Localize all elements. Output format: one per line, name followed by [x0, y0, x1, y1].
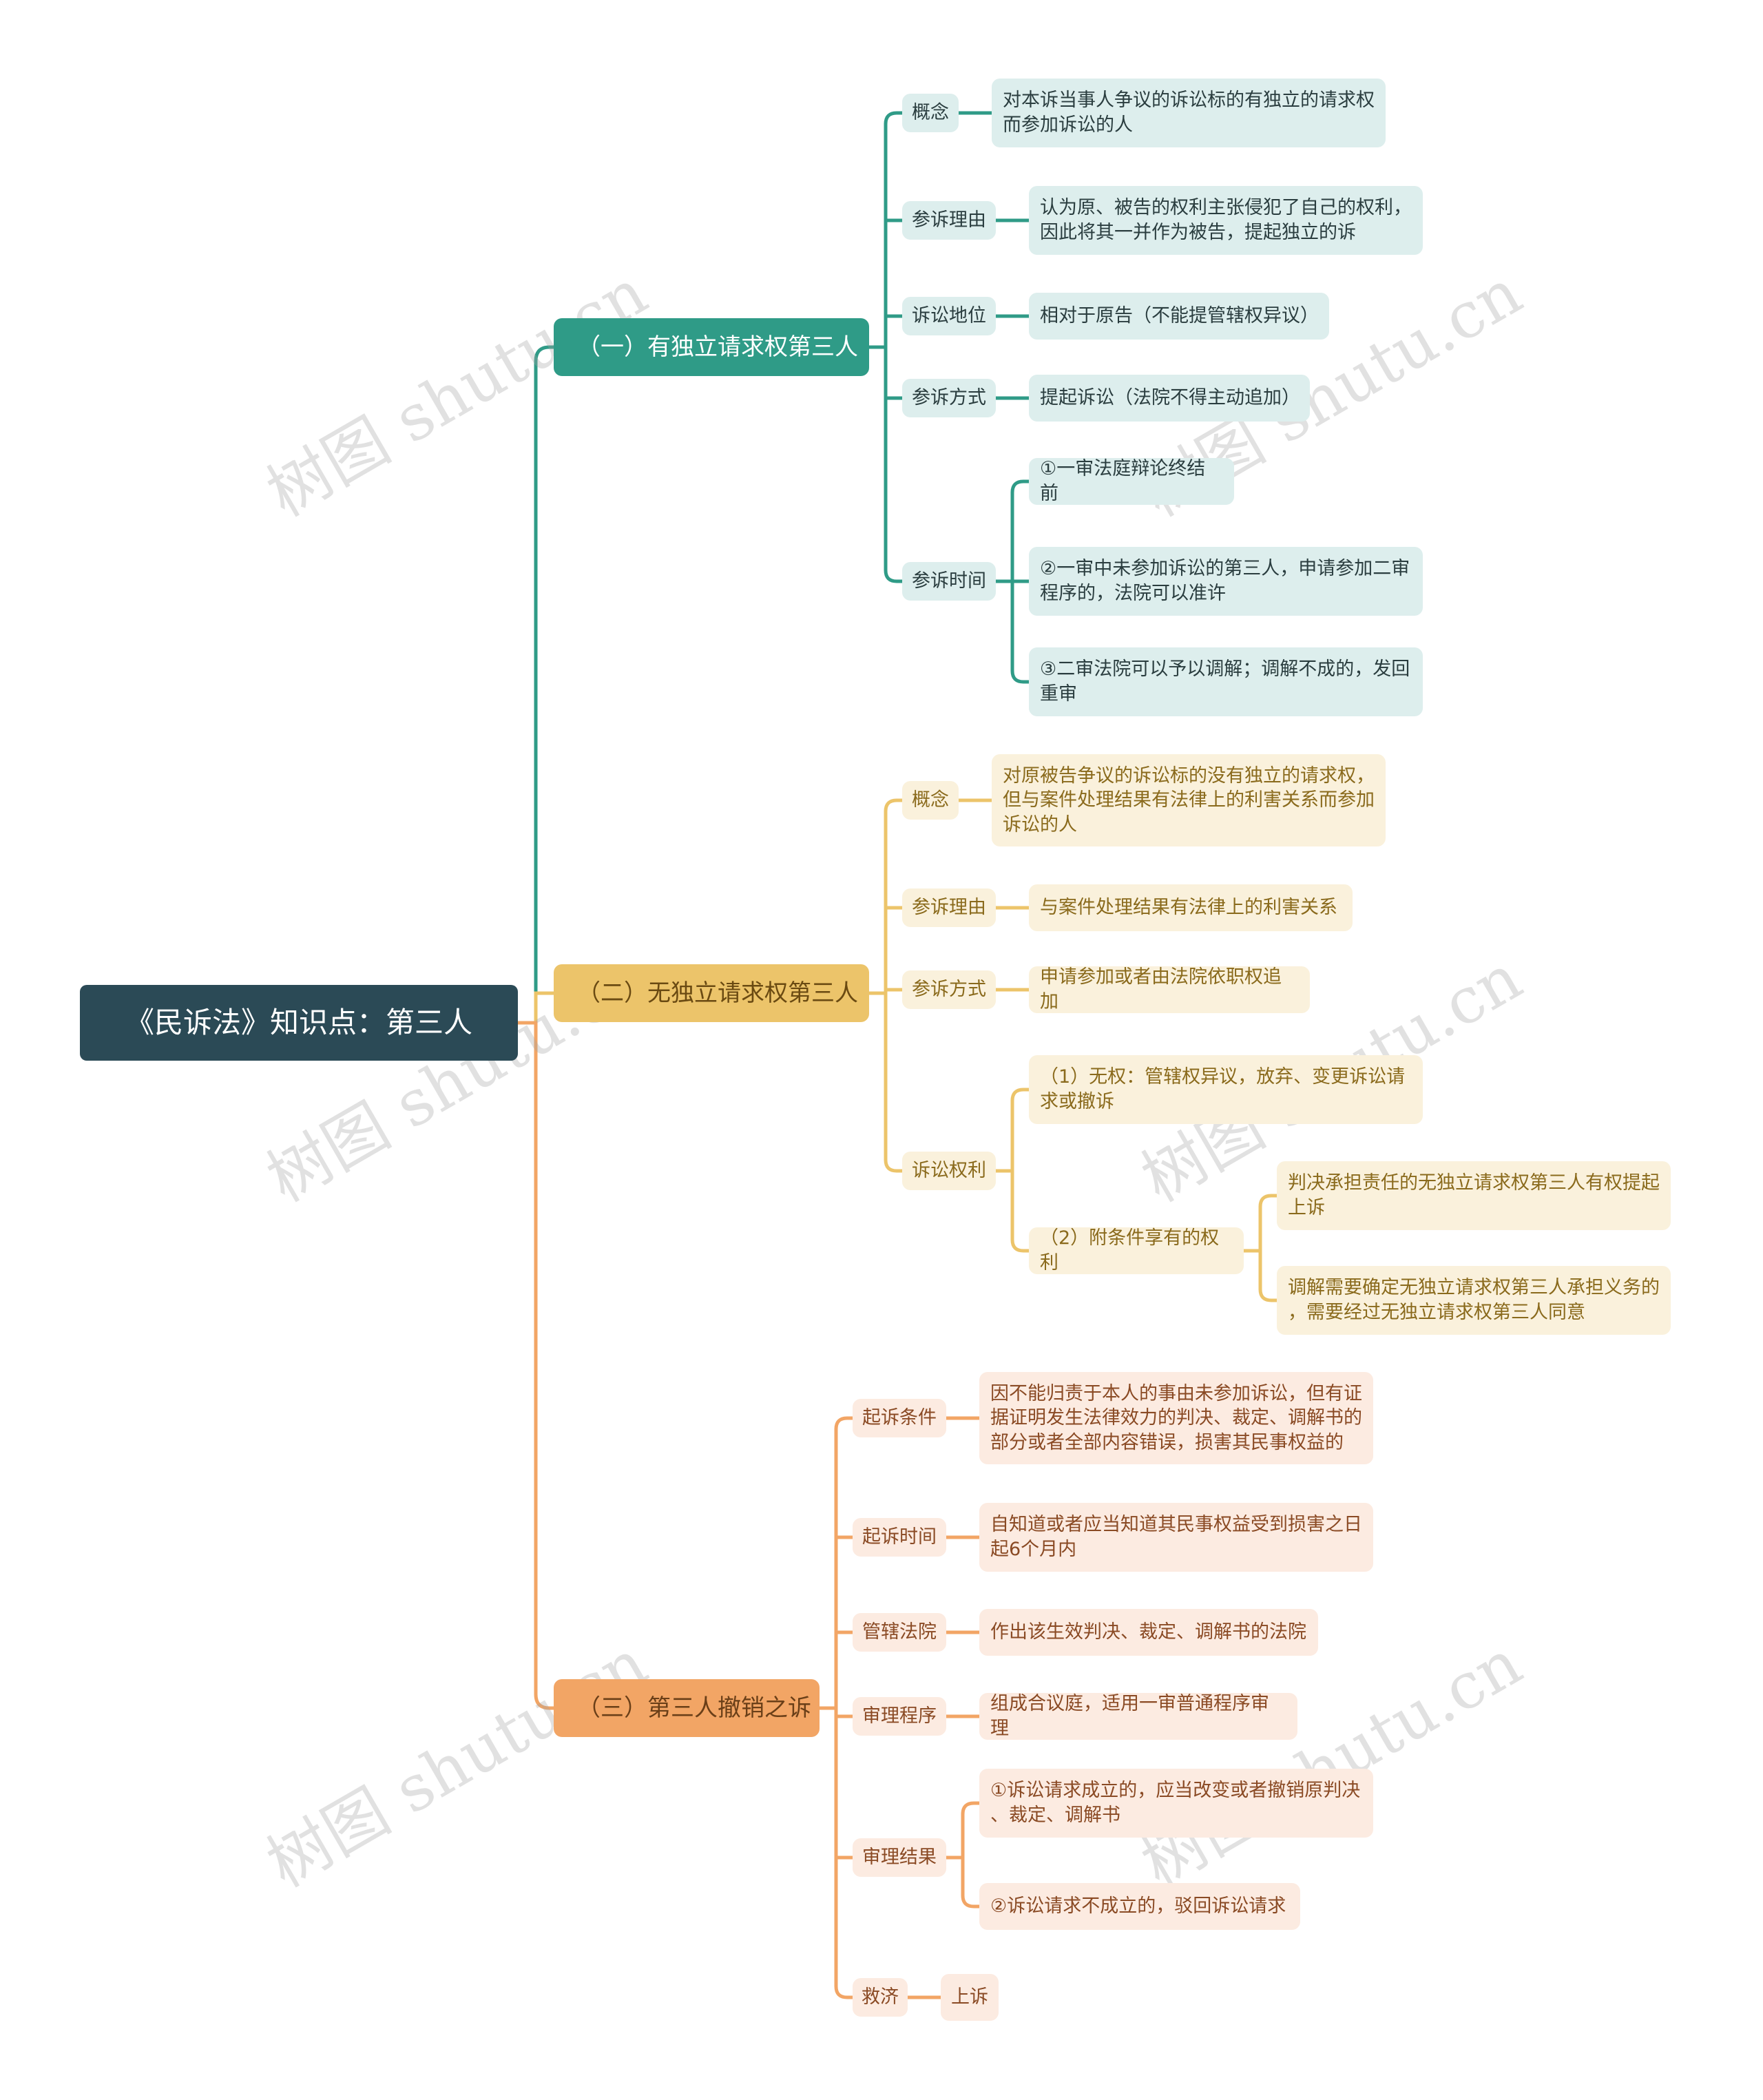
b3-proc-text[interactable]: 组成合议庭，适用一审普通程序审理 — [979, 1693, 1297, 1740]
b2-method-text[interactable]: 申请参加或者由法院依职权追加 — [1029, 966, 1310, 1013]
b3-cond-text[interactable]: 因不能归责于本人的事由未参加诉讼，但有证 据证明发生法律效力的判决、裁定、调解书… — [979, 1372, 1373, 1464]
b2-rights-label[interactable]: 诉讼权利 — [902, 1152, 996, 1190]
b1-method-label[interactable]: 参诉方式 — [902, 379, 996, 417]
b3-proc-label[interactable]: 审理程序 — [853, 1697, 946, 1736]
b1-time-item[interactable]: ②一审中未参加诉讼的第三人，申请参加二审 程序的，法院可以准许 — [1029, 547, 1423, 616]
b2-concept-label[interactable]: 概念 — [902, 781, 959, 820]
b2-concept-text[interactable]: 对原被告争议的诉讼标的没有独立的请求权， 但与案件处理结果有法律上的利害关系而参… — [992, 754, 1386, 846]
b3-court-text[interactable]: 作出该生效判决、裁定、调解书的法院 — [979, 1609, 1318, 1656]
b3-result-item[interactable]: ①诉讼请求成立的，应当改变或者撤销原判决 、裁定、调解书 — [979, 1769, 1373, 1838]
b3-remedy-label[interactable]: 救济 — [853, 1978, 908, 2017]
b2-rights-conditional-item[interactable]: 调解需要确定无独立请求权第三人承担义务的 ，需要经过无独立请求权第三人同意 — [1277, 1266, 1671, 1335]
b1-method-text[interactable]: 提起诉讼（法院不得主动追加） — [1029, 375, 1310, 422]
b1-concept-text[interactable]: 对本诉当事人争议的诉讼标的有独立的请求权 而参加诉讼的人 — [992, 79, 1386, 147]
b2-rights-none[interactable]: （1）无权：管辖权异议，放弃、变更诉讼请 求或撤诉 — [1029, 1055, 1423, 1124]
b1-reason-text[interactable]: 认为原、被告的权利主张侵犯了自己的权利， 因此将其一并作为被告，提起独立的诉 — [1029, 186, 1423, 255]
b2-rights-conditional-item[interactable]: 判决承担责任的无独立请求权第三人有权提起 上诉 — [1277, 1161, 1671, 1230]
branch-non-independent-third-party[interactable]: （二）无独立请求权第三人 — [554, 964, 869, 1022]
b2-reason-label[interactable]: 参诉理由 — [902, 888, 996, 927]
branch-independent-third-party[interactable]: （一）有独立请求权第三人 — [554, 318, 869, 376]
b3-remedy-text[interactable]: 上诉 — [941, 1974, 999, 2021]
b1-concept-label[interactable]: 概念 — [902, 94, 959, 132]
b3-result-item[interactable]: ②诉讼请求不成立的，驳回诉讼请求 — [979, 1883, 1300, 1930]
root-topic[interactable]: 《民诉法》知识点：第三人 — [80, 985, 518, 1061]
b3-cond-label[interactable]: 起诉条件 — [853, 1399, 946, 1437]
b3-court-label[interactable]: 管辖法院 — [853, 1613, 946, 1652]
b3-time-text[interactable]: 自知道或者应当知道其民事权益受到损害之日 起6个月内 — [979, 1503, 1373, 1572]
b2-method-label[interactable]: 参诉方式 — [902, 970, 996, 1009]
b3-result-label[interactable]: 审理结果 — [853, 1838, 946, 1877]
b1-time-label[interactable]: 参诉时间 — [902, 562, 996, 601]
b1-time-item[interactable]: ①一审法庭辩论终结前 — [1029, 458, 1234, 505]
b3-time-label[interactable]: 起诉时间 — [853, 1518, 946, 1557]
b2-rights-conditional[interactable]: （2）附条件享有的权利 — [1029, 1227, 1244, 1274]
b1-reason-label[interactable]: 参诉理由 — [902, 201, 996, 240]
b2-reason-text[interactable]: 与案件处理结果有法律上的利害关系 — [1029, 884, 1353, 931]
b1-time-item[interactable]: ③二审法院可以予以调解；调解不成的，发回 重审 — [1029, 647, 1423, 716]
b1-status-label[interactable]: 诉讼地位 — [902, 297, 996, 335]
branch-third-party-revocation[interactable]: （三）第三人撤销之诉 — [554, 1679, 820, 1737]
b1-status-text[interactable]: 相对于原告（不能提管辖权异议） — [1029, 293, 1329, 340]
